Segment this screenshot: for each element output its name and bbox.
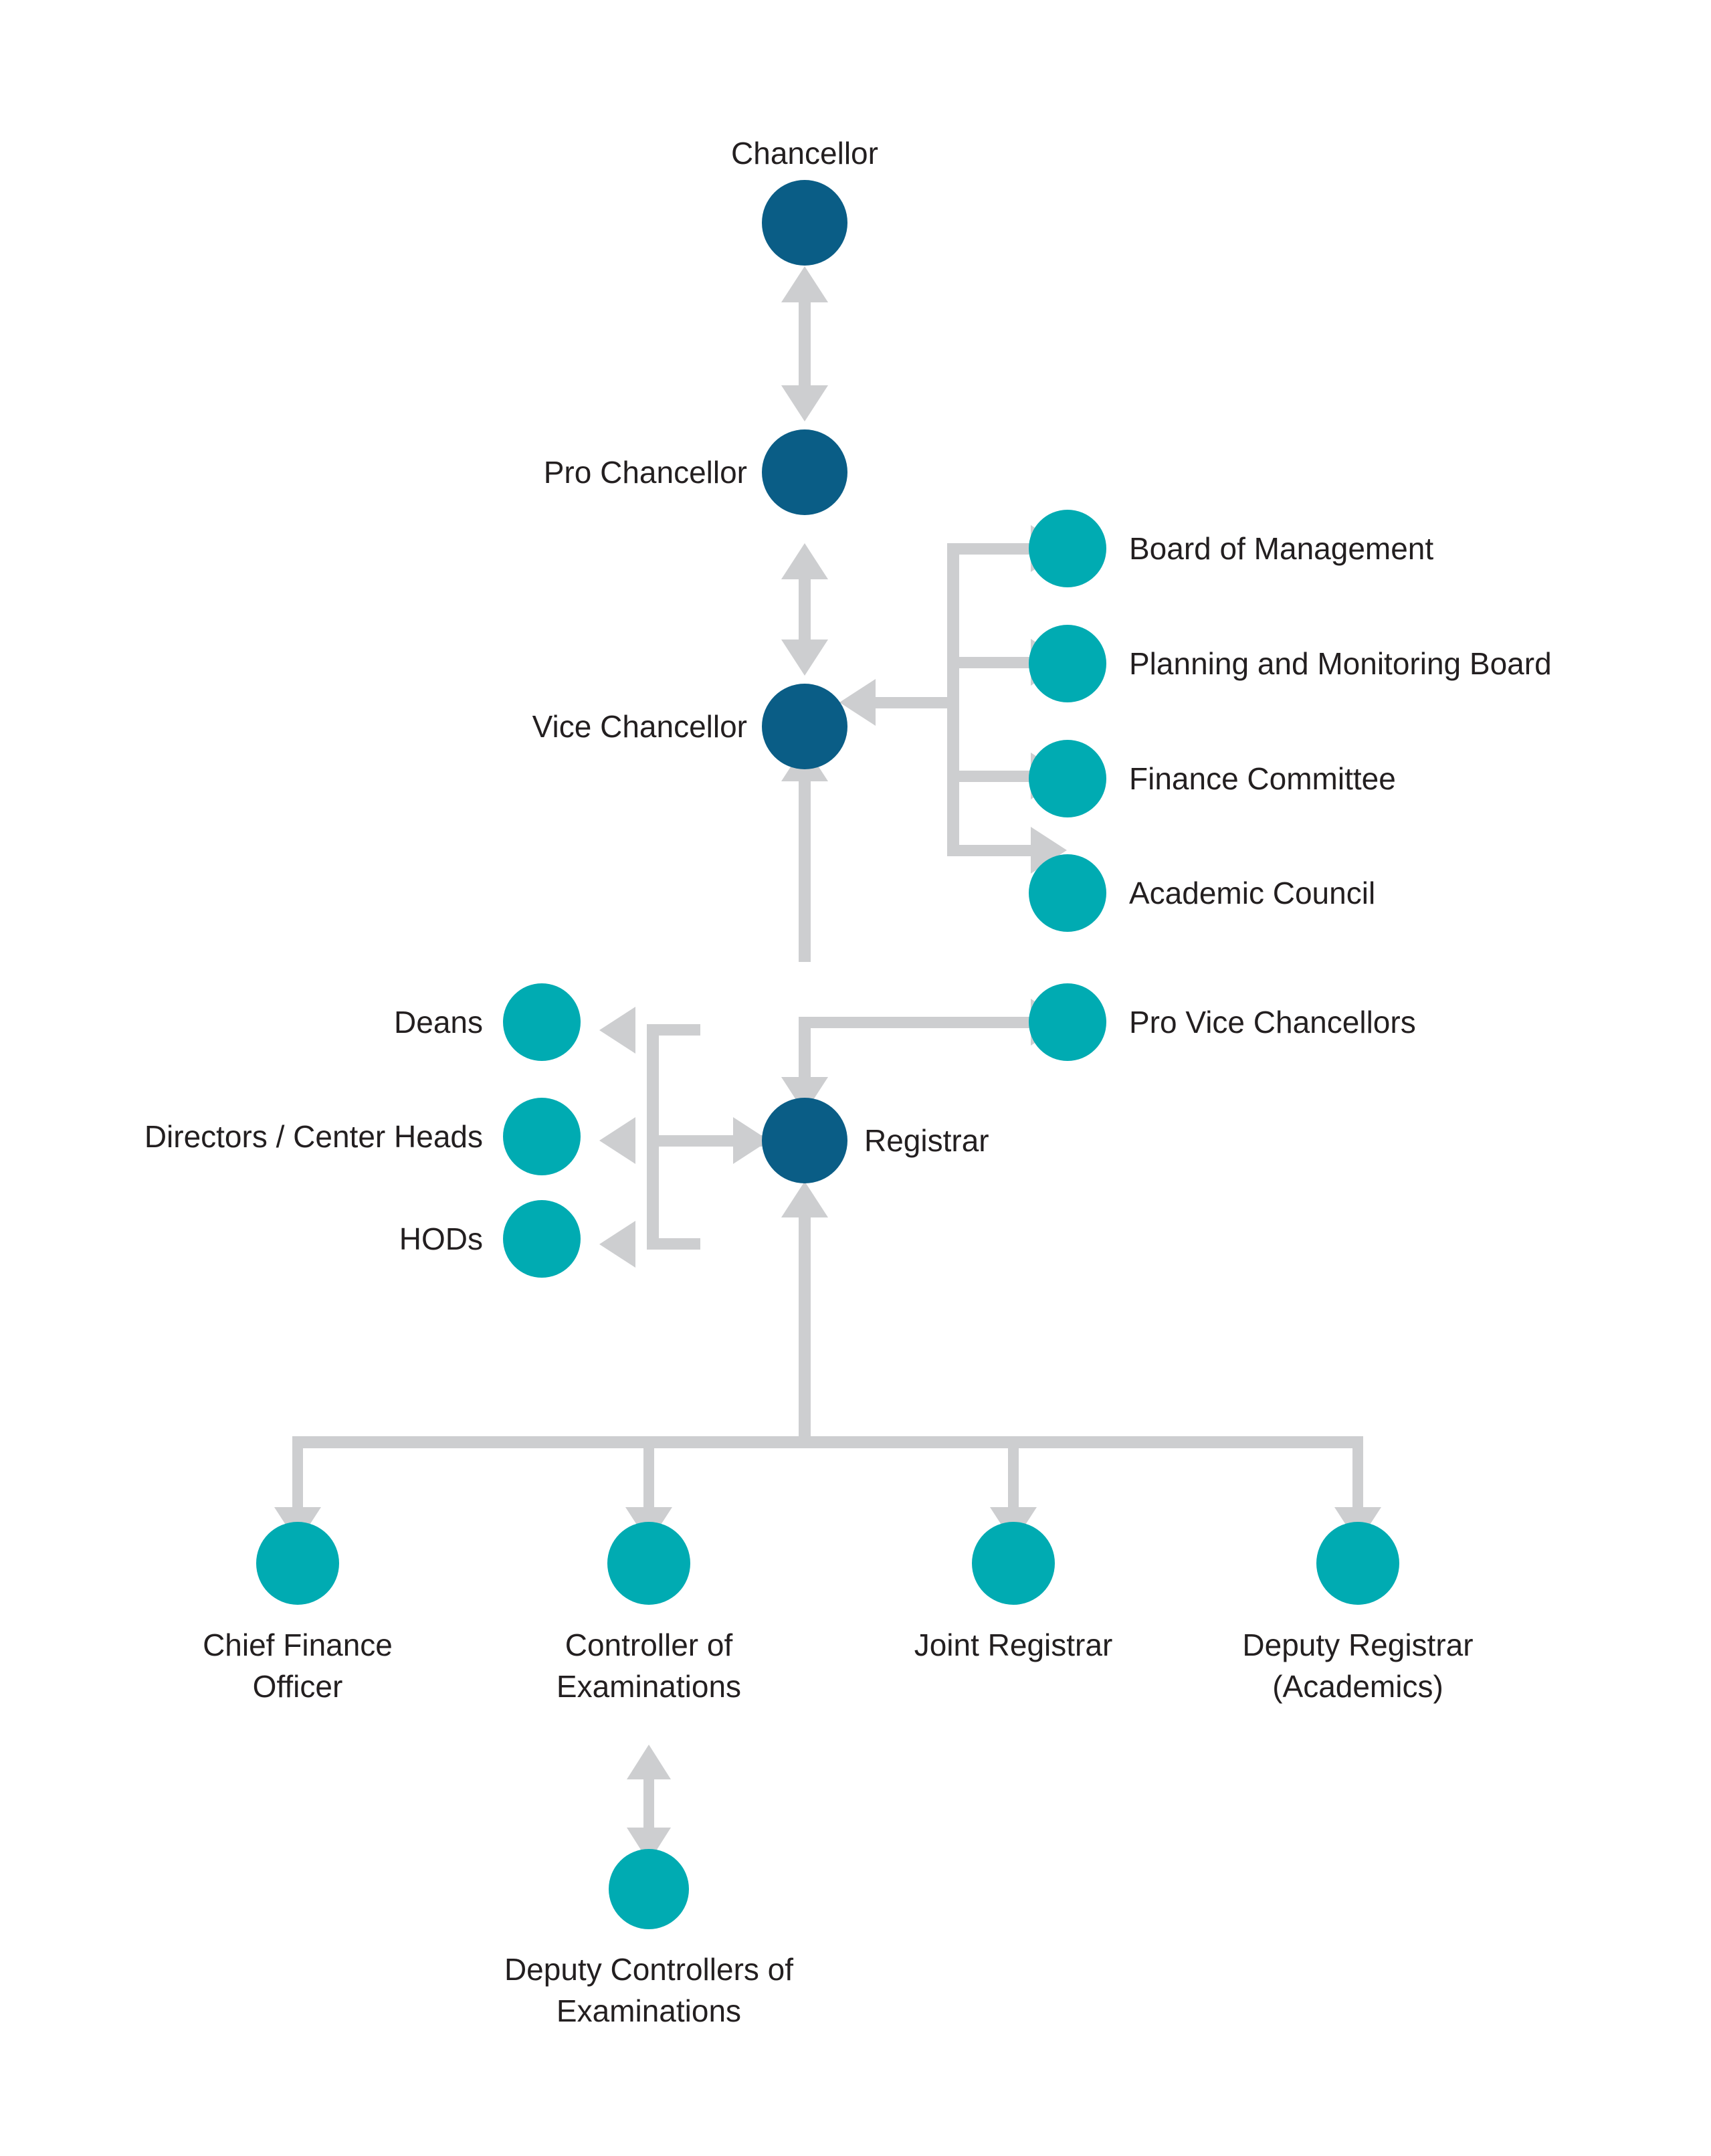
hods-label: HODs — [399, 1221, 483, 1256]
academic-council-label: Academic Council — [1129, 876, 1375, 910]
deputy-controllers-of-examinations-label-line2: Examinations — [557, 1993, 741, 2028]
deans-label: Deans — [394, 1005, 483, 1040]
edge-vice-chancellor-spine — [781, 745, 1067, 1113]
registrar-circle[interactable] — [762, 1098, 847, 1183]
chief-finance-officer-label-line2: Officer — [253, 1669, 343, 1704]
deans-circle[interactable] — [503, 983, 581, 1061]
finance-committee-circle[interactable] — [1029, 740, 1106, 817]
edge-registrar-to-academic-heads — [599, 1007, 769, 1268]
node-deans[interactable]: Deans — [394, 983, 581, 1061]
pro-vice-chancellors-circle[interactable] — [1029, 983, 1106, 1061]
node-pro-chancellor[interactable]: Pro Chancellor — [544, 429, 847, 515]
edge-vice-chancellor-to-pro-chancellor — [781, 543, 828, 676]
board-of-management-label: Board of Management — [1129, 531, 1433, 566]
edge-pro-chancellor-to-chancellor — [781, 266, 828, 421]
joint-registrar-circle[interactable] — [972, 1522, 1055, 1605]
joint-registrar-label-line1: Joint Registrar — [914, 1628, 1113, 1662]
node-planning-monitoring-board[interactable]: Planning and Monitoring Board — [1029, 625, 1552, 702]
node-pro-vice-chancellors[interactable]: Pro Vice Chancellors — [1029, 983, 1416, 1061]
directors-center-heads-label: Directors / Center Heads — [144, 1119, 483, 1154]
chancellor-circle[interactable] — [762, 180, 847, 266]
chief-finance-officer-circle[interactable] — [256, 1522, 339, 1605]
deputy-registrar-academics-circle[interactable] — [1316, 1522, 1399, 1605]
planning-monitoring-board-circle[interactable] — [1029, 625, 1106, 702]
chancellor-label: Chancellor — [731, 136, 878, 171]
controller-of-examinations-label-line2: Examinations — [557, 1669, 741, 1704]
node-chancellor[interactable]: Chancellor — [731, 136, 878, 266]
vice-chancellor-circle[interactable] — [762, 684, 847, 769]
node-finance-committee[interactable]: Finance Committee — [1029, 740, 1396, 817]
controller-of-examinations-circle[interactable] — [607, 1522, 690, 1605]
node-academic-council[interactable]: Academic Council — [1029, 854, 1375, 932]
node-directors-center-heads[interactable]: Directors / Center Heads — [144, 1098, 581, 1175]
deputy-registrar-academics-label-line1: Deputy Registrar — [1242, 1628, 1473, 1662]
planning-monitoring-board-label: Planning and Monitoring Board — [1129, 646, 1552, 681]
deputy-registrar-academics-label-line2: (Academics) — [1272, 1669, 1443, 1704]
deputy-controllers-of-examinations-label-line1: Deputy Controllers of — [504, 1952, 793, 1987]
node-deputy-controllers-of-examinations[interactable]: Deputy Controllers of Examinations — [504, 1849, 793, 2028]
node-registrar[interactable]: Registrar — [762, 1098, 989, 1183]
node-hods[interactable]: HODs — [399, 1200, 581, 1278]
board-of-management-circle[interactable] — [1029, 510, 1106, 587]
node-board-of-management[interactable]: Board of Management — [1029, 510, 1433, 587]
node-chief-finance-officer[interactable]: Chief Finance Officer — [203, 1522, 393, 1704]
pro-chancellor-circle[interactable] — [762, 429, 847, 515]
node-vice-chancellor[interactable]: Vice Chancellor — [532, 684, 847, 769]
registrar-label: Registrar — [864, 1123, 989, 1158]
node-deputy-registrar-academics[interactable]: Deputy Registrar (Academics) — [1242, 1522, 1474, 1704]
edge-deputy-controllers-to-controller — [627, 1745, 671, 1862]
chief-finance-officer-label-line1: Chief Finance — [203, 1628, 393, 1662]
controller-of-examinations-label-line1: Controller of — [565, 1628, 733, 1662]
pro-chancellor-label: Pro Chancellor — [544, 455, 747, 490]
vice-chancellor-label: Vice Chancellor — [532, 709, 747, 744]
edge-registrar-to-officers-bus — [274, 1181, 1381, 1543]
deputy-controllers-of-examinations-circle[interactable] — [609, 1849, 689, 1929]
finance-committee-label: Finance Committee — [1129, 761, 1396, 796]
node-joint-registrar[interactable]: Joint Registrar — [914, 1522, 1113, 1662]
academic-council-circle[interactable] — [1029, 854, 1106, 932]
directors-center-heads-circle[interactable] — [503, 1098, 581, 1175]
hods-circle[interactable] — [503, 1200, 581, 1278]
node-controller-of-examinations[interactable]: Controller of Examinations — [557, 1522, 741, 1704]
pro-vice-chancellors-label: Pro Vice Chancellors — [1129, 1005, 1416, 1040]
